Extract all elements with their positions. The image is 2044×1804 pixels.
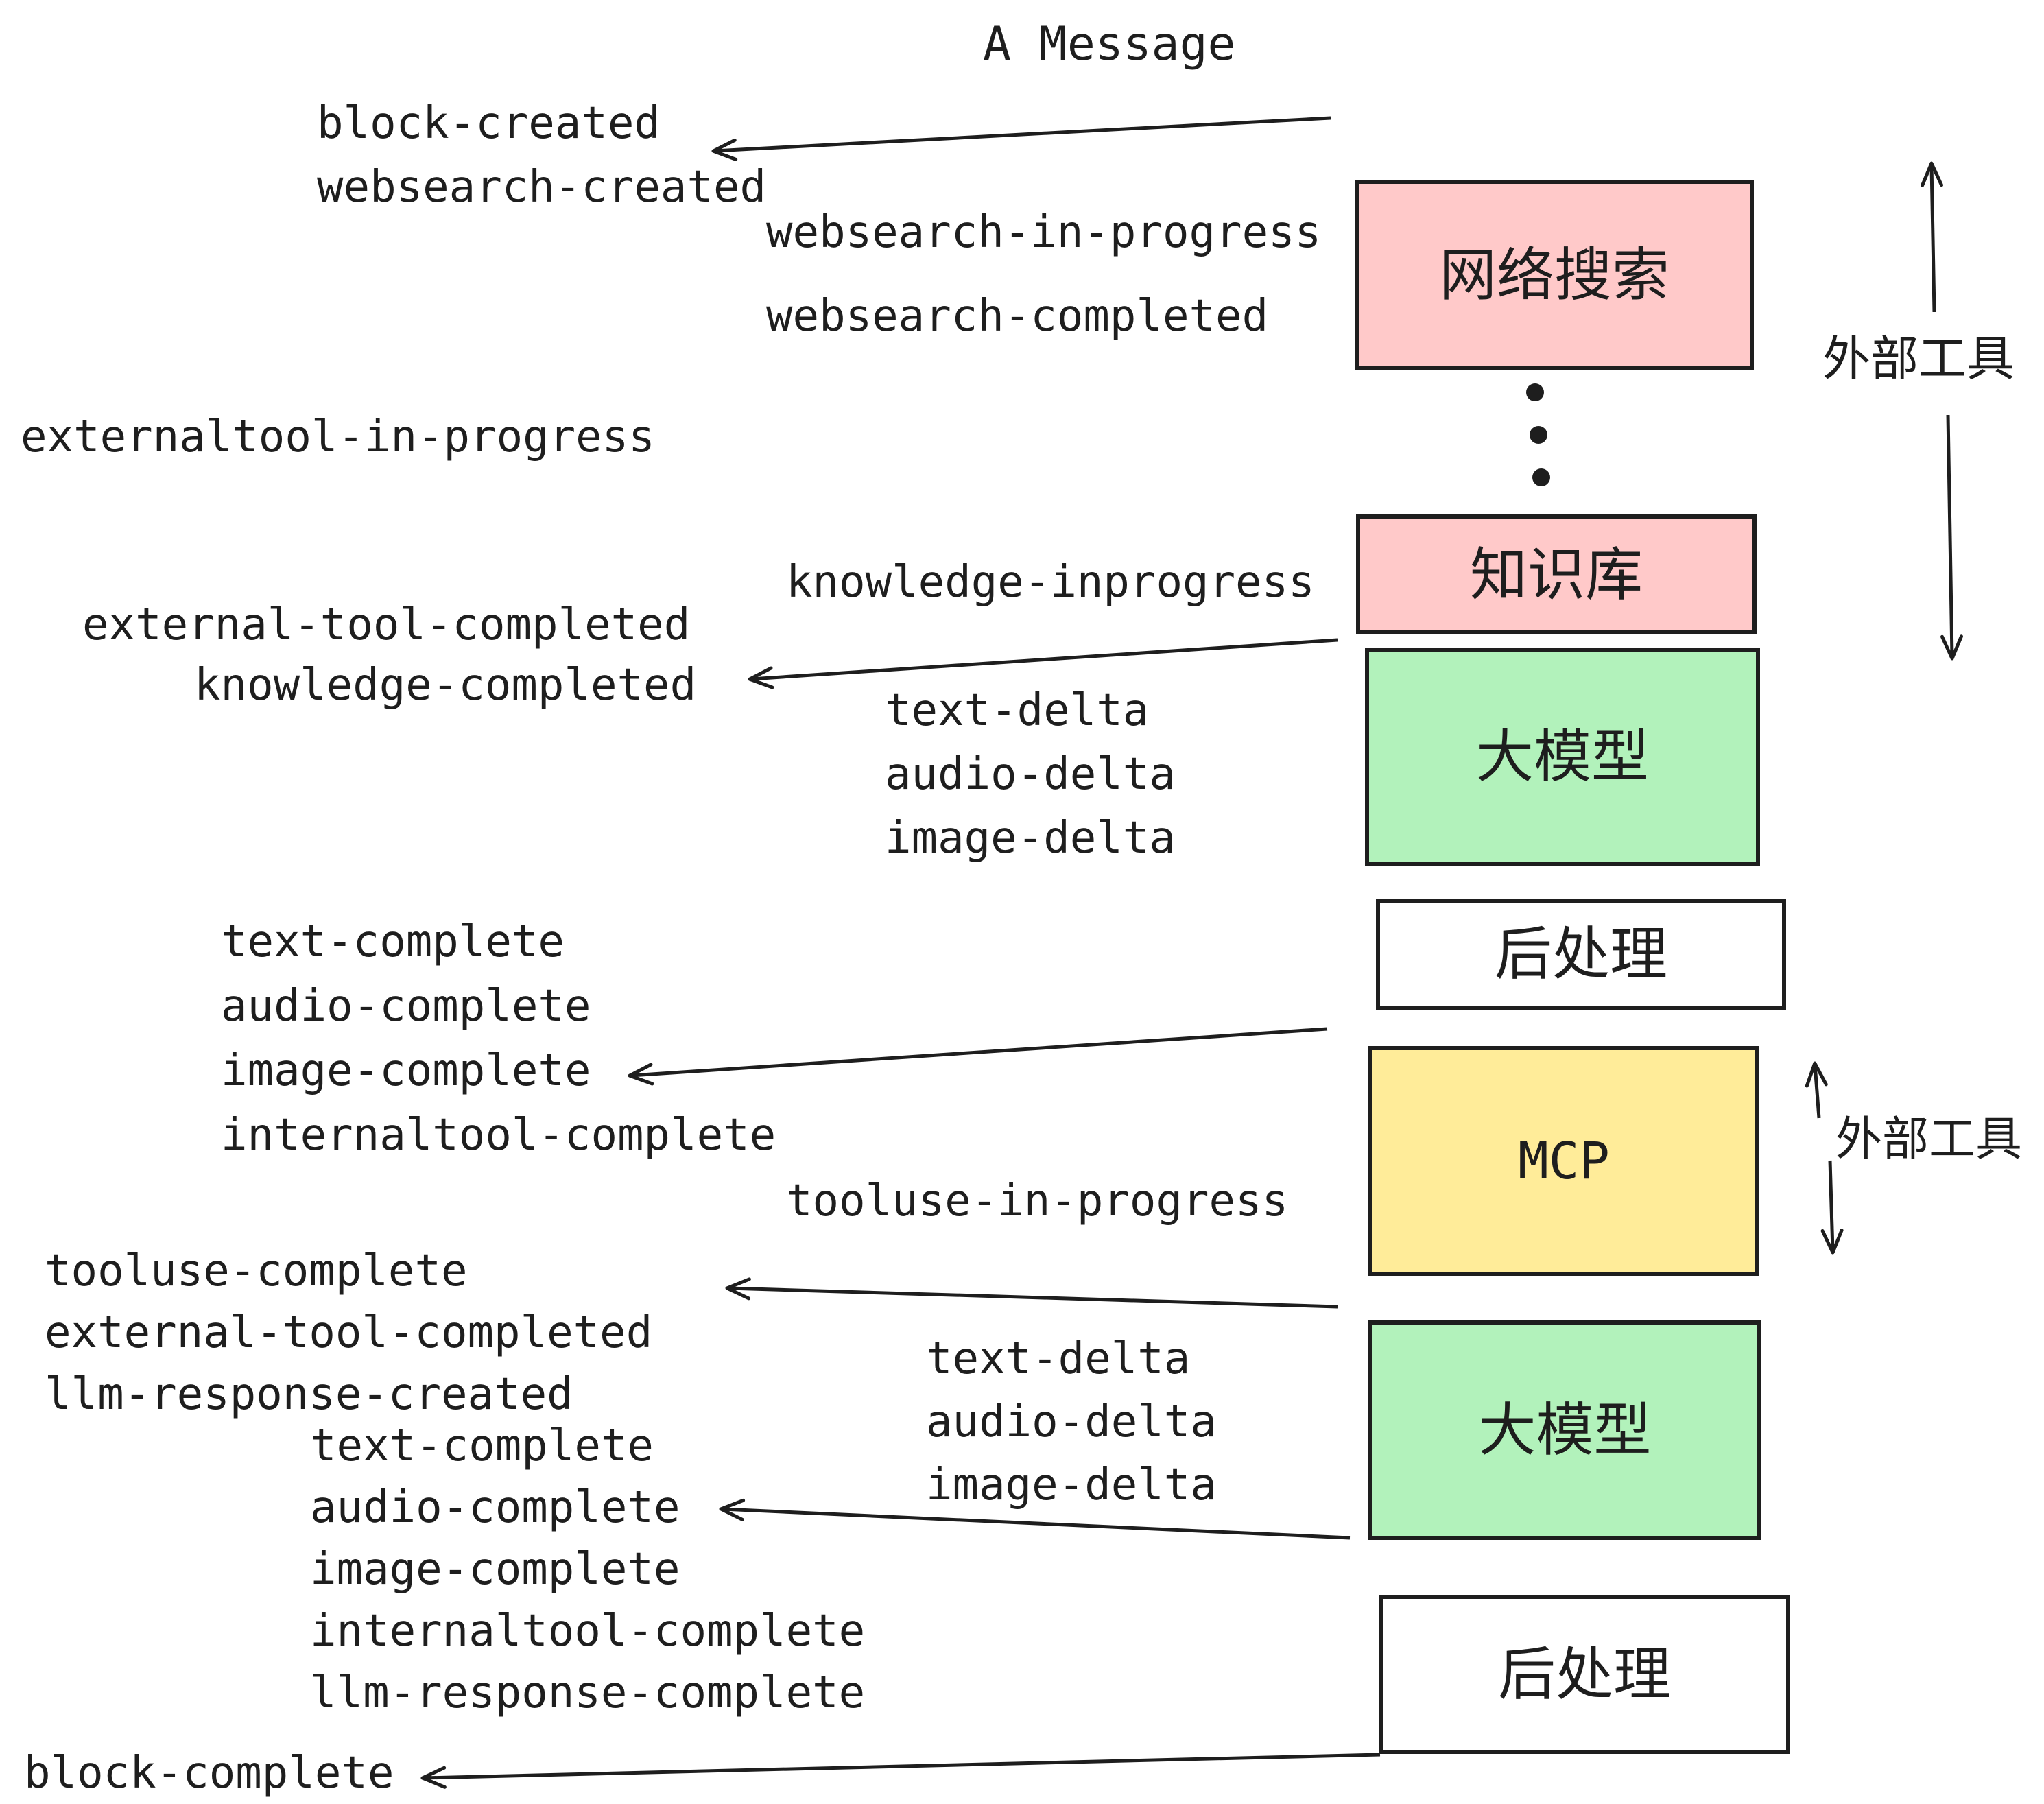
arrow-websearch-to-created <box>711 116 1331 161</box>
event-websearch-created: websearch-created <box>317 162 767 213</box>
arrow-mcp-to-tooluse-complete <box>725 1277 1338 1309</box>
event-image-delta-1: image-delta <box>885 813 1176 864</box>
event-llm-response-created: llm-response-created <box>45 1369 573 1420</box>
event-websearch-in-progress: websearch-in-progress <box>766 207 1322 258</box>
event-externaltool-in-progress: externaltool-in-progress <box>21 412 655 462</box>
arrow-post2-to-block-complete <box>420 1753 1381 1789</box>
event-external-tool-completed-1: external-tool-completed <box>82 600 691 650</box>
arrow-llm1-to-complete-group <box>628 1027 1328 1086</box>
event-tooluse-in-progress: tooluse-in-progress <box>786 1176 1289 1226</box>
arrow-llm2-to-complete-group <box>719 1498 1351 1540</box>
event-text-complete-1: text-complete <box>221 916 565 967</box>
external-tools-label-2: 外部工具 <box>1835 1113 2023 1167</box>
node-post-process-1-label: 后处理 <box>1494 921 1667 988</box>
event-image-complete-1: image-complete <box>221 1045 591 1096</box>
node-llm-1-label: 大模型 <box>1475 723 1649 790</box>
node-post-process-2-label: 后处理 <box>1497 1641 1671 1708</box>
node-llm-1: 大模型 <box>1365 648 1760 866</box>
arrow-external-tools-2-down <box>1820 1160 1844 1255</box>
arrow-knowledge-to-completed <box>748 638 1338 689</box>
event-text-complete-2: text-complete <box>310 1421 654 1471</box>
event-knowledge-completed: knowledge-completed <box>194 660 697 711</box>
node-knowledge-base: 知识库 <box>1356 514 1757 634</box>
event-audio-delta-1: audio-delta <box>885 749 1176 800</box>
event-image-delta-2: image-delta <box>926 1460 1217 1510</box>
external-tools-label-1: 外部工具 <box>1822 331 2015 387</box>
event-audio-delta-2: audio-delta <box>926 1397 1217 1447</box>
event-tooluse-complete: tooluse-complete <box>45 1246 468 1296</box>
ellipsis-dot-1 <box>1526 383 1544 401</box>
ellipsis-dot-2 <box>1530 426 1547 444</box>
event-block-created: block-created <box>317 98 661 149</box>
node-llm-2-label: 大模型 <box>1478 1397 1652 1464</box>
node-post-process-2: 后处理 <box>1379 1595 1790 1754</box>
event-llm-response-complete: llm-response-complete <box>310 1667 866 1718</box>
node-llm-2: 大模型 <box>1368 1320 1761 1540</box>
event-internaltool-complete-1: internaltool-complete <box>221 1110 776 1161</box>
event-internaltool-complete-2: internaltool-complete <box>310 1606 866 1657</box>
node-web-search-label: 网络搜索 <box>1438 241 1669 309</box>
event-text-delta-2: text-delta <box>926 1333 1191 1384</box>
event-block-complete: block-complete <box>24 1748 394 1799</box>
arrow-external-tools-2-up <box>1805 1061 1828 1119</box>
event-audio-complete-2: audio-complete <box>310 1482 680 1533</box>
event-knowledge-inprogress: knowledge-inprogress <box>786 557 1315 608</box>
node-post-process-1: 后处理 <box>1376 899 1786 1010</box>
node-mcp: MCP <box>1368 1046 1759 1276</box>
event-image-complete-2: image-complete <box>310 1544 680 1595</box>
event-audio-complete-1: audio-complete <box>221 981 591 1032</box>
ellipsis-dot-3 <box>1532 468 1550 486</box>
diagram-title: A Message <box>983 17 1236 71</box>
event-text-delta-1: text-delta <box>885 685 1150 736</box>
event-external-tool-completed-2: external-tool-completed <box>45 1307 653 1358</box>
node-knowledge-base-label: 知识库 <box>1469 541 1643 608</box>
node-web-search: 网络搜索 <box>1355 180 1754 370</box>
node-mcp-label: MCP <box>1518 1131 1610 1191</box>
event-websearch-completed: websearch-completed <box>766 291 1269 342</box>
arrow-external-tools-1-up <box>1921 161 1944 313</box>
arrow-external-tools-1-down <box>1940 414 1963 661</box>
